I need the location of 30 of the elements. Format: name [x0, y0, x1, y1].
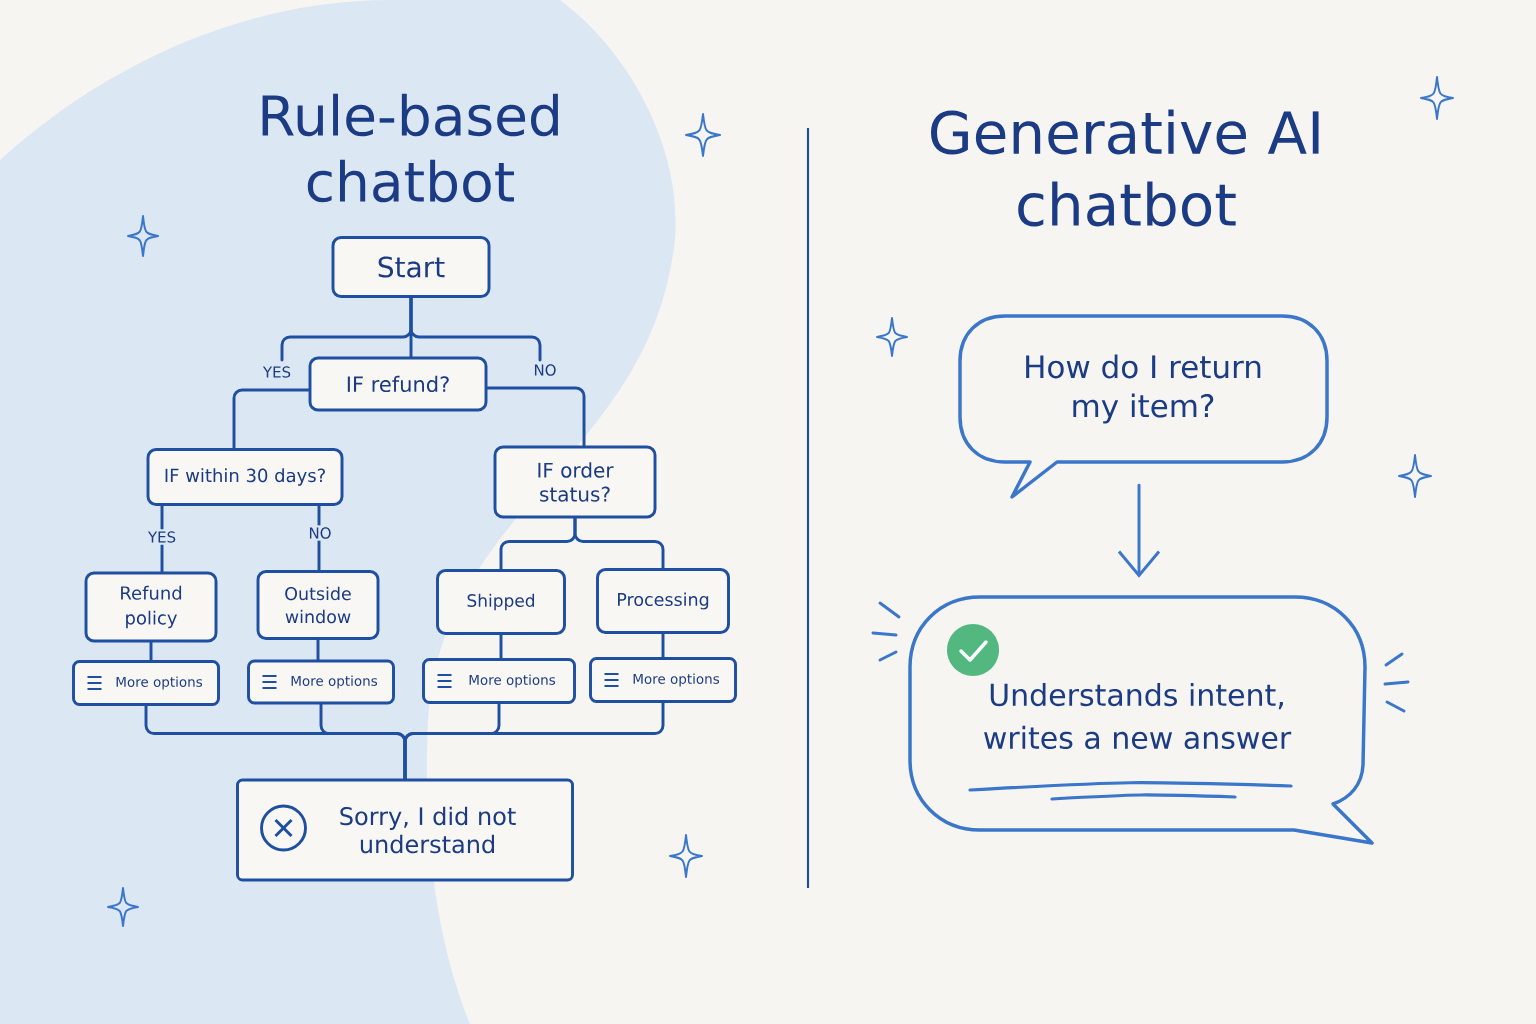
connector-line: [573, 517, 665, 570]
menu-button: More options: [247, 659, 395, 705]
outcome-box: Shipped: [436, 569, 566, 635]
menu-button: More options: [422, 658, 576, 704]
menu-button: More options: [72, 660, 220, 706]
edge-label: NO: [531, 362, 559, 378]
edge-label: YES: [260, 364, 294, 380]
connector-line: [409, 296, 542, 362]
connector-line: [149, 641, 153, 662]
connector-line: [232, 388, 310, 450]
outcome-box: Refund policy: [84, 571, 218, 643]
decision-box: IF within 30 days?: [146, 448, 344, 506]
speech-bubble: How do I return my item?: [958, 314, 1329, 499]
connector-line: [486, 386, 586, 447]
connector-line: [403, 701, 665, 780]
outcome-box: Outside window: [256, 570, 380, 640]
heading: Rule-based chatbot: [262, 93, 558, 203]
arrow: [1117, 483, 1161, 578]
heading: Generative AI chatbot: [931, 109, 1319, 227]
edge-label: NO: [306, 525, 334, 541]
connector-line: [661, 632, 665, 659]
connector-line: [316, 638, 320, 661]
start-box: Start: [331, 236, 491, 298]
connector-line: [499, 633, 503, 660]
error-message-box: Sorry, I did not understand: [236, 778, 574, 882]
outcome-box: Processing: [596, 568, 730, 634]
decision-box: IF order status?: [493, 445, 657, 519]
menu-button: More options: [589, 657, 737, 703]
decision-box: IF refund?: [308, 356, 488, 412]
edge-label: YES: [145, 529, 179, 545]
